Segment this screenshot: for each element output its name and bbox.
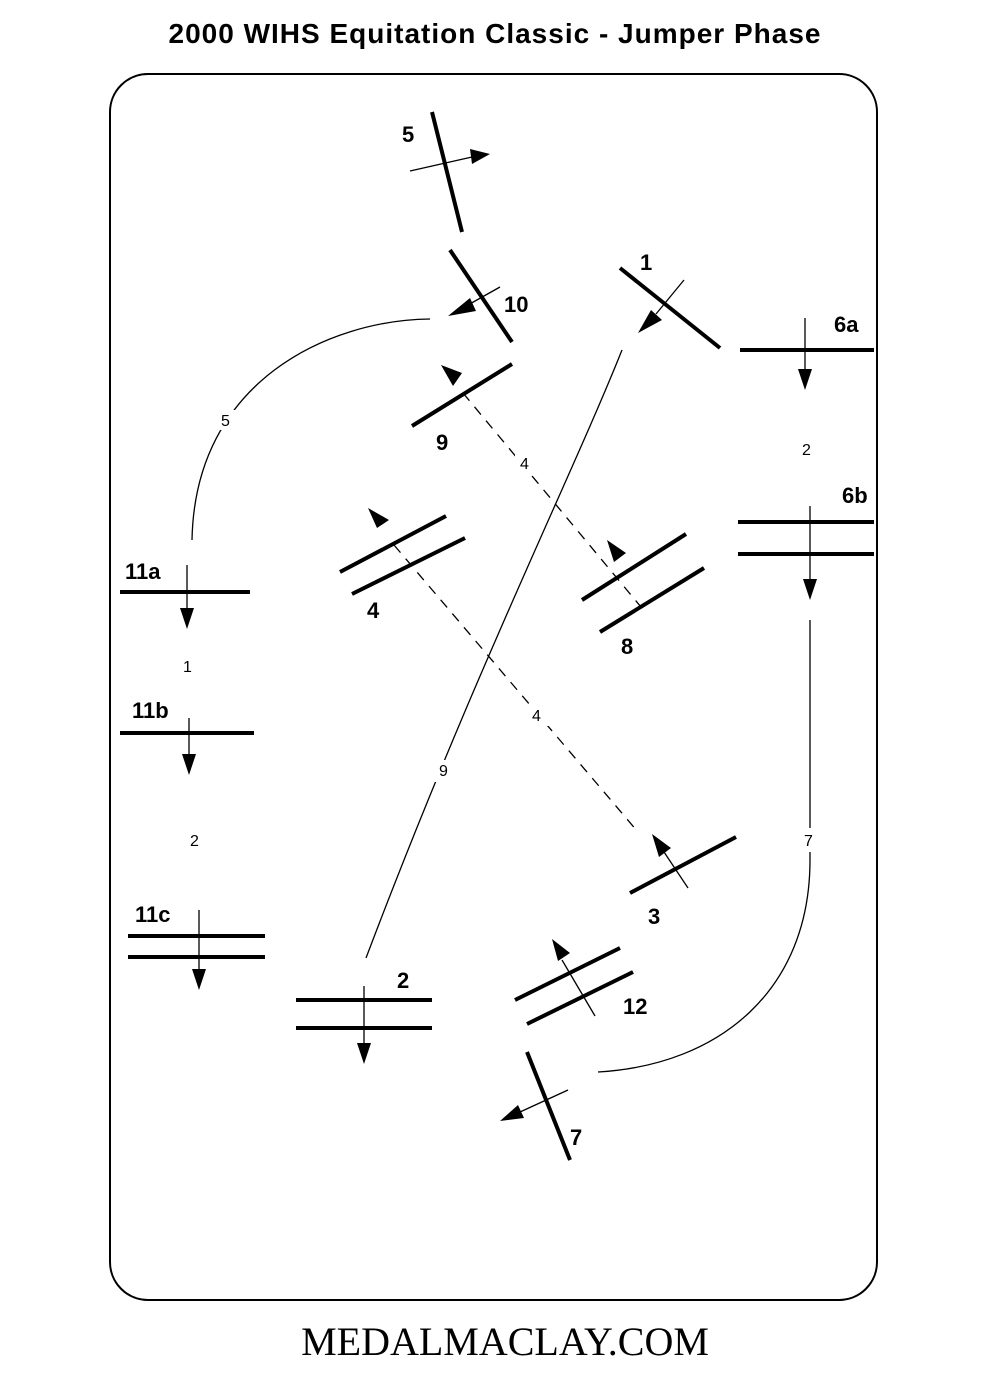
stride-count-1-2: 9 [439, 763, 448, 780]
fence-label-11c: 11c [135, 902, 171, 927]
fence-10 [448, 248, 514, 344]
fence-label-9: 9 [436, 430, 448, 455]
fence-11b [120, 718, 254, 775]
fence-label-12: 12 [623, 994, 647, 1019]
fence-4 [339, 508, 466, 596]
fence-label-4: 4 [367, 598, 380, 623]
fence-3 [629, 834, 737, 895]
track-1-to-2 [365, 349, 623, 959]
fence-label-11a: 11a [125, 559, 161, 584]
fence-label-10: 10 [504, 292, 528, 317]
fence-5 [409, 111, 490, 233]
track-6b-to-7 [597, 620, 811, 1073]
track-8-to-9 [462, 392, 647, 614]
track-3-to-4 [393, 544, 639, 833]
fence-label-11b: 11b [132, 698, 169, 723]
site-footer: MEDALMACLAY.COM [301, 1319, 709, 1364]
fence-6b [738, 506, 874, 600]
fence-label-1: 1 [640, 250, 652, 275]
fence-label-5: 5 [402, 122, 414, 147]
fence-2 [296, 986, 432, 1064]
fence-label-6b: 6b [842, 483, 868, 508]
fence-9 [410, 362, 514, 428]
fence-12 [514, 939, 634, 1026]
fence-label-6a: 6a [834, 312, 859, 337]
stride-count-6b-7: 7 [804, 833, 813, 850]
fence-label-3: 3 [648, 904, 660, 929]
fence-11c [128, 910, 265, 990]
fence-8 [580, 532, 706, 634]
fence-6a [740, 318, 874, 390]
fence-label-7: 7 [570, 1125, 582, 1150]
stride-count-11a-11b: 1 [183, 659, 192, 676]
arena-border [109, 73, 878, 1301]
stride-count-3-4: 4 [532, 708, 541, 725]
fence-label-8: 8 [621, 634, 633, 659]
course-title: 2000 WIHS Equitation Classic - Jumper Ph… [168, 18, 822, 49]
track-10-to-11a [191, 318, 431, 541]
fence-1 [618, 266, 722, 350]
stride-count-6a-6b: 2 [802, 442, 811, 459]
fence-11a [120, 565, 250, 629]
stride-count-10-11a: 5 [221, 413, 230, 430]
stride-count-11b-11c: 2 [190, 833, 199, 850]
stride-count-8-9: 4 [520, 456, 529, 473]
fence-label-2: 2 [397, 968, 409, 993]
fence-7 [500, 1051, 572, 1161]
